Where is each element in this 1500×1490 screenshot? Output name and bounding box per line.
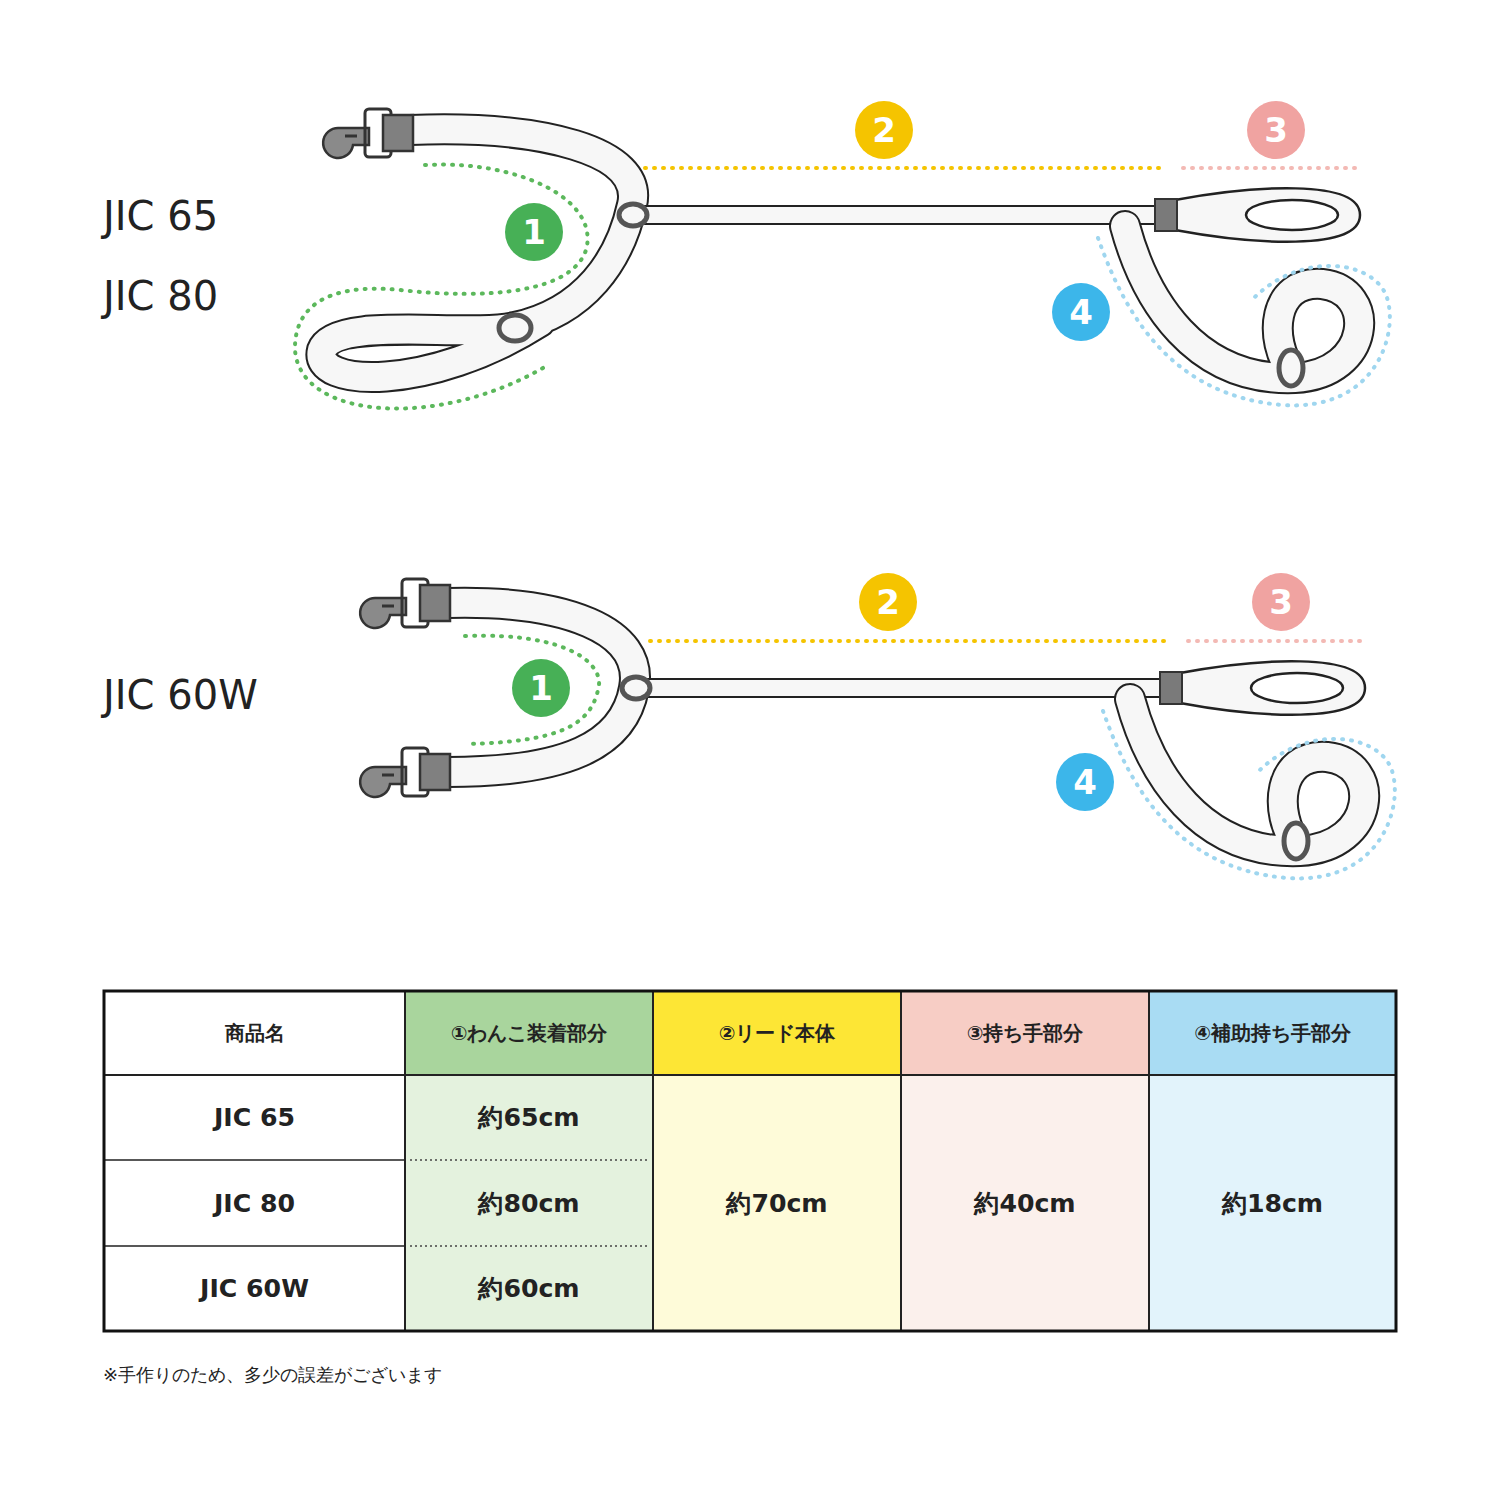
callout-text: 4 [1069,292,1093,332]
table-header: ④補助持ち手部分 [1149,991,1396,1075]
table-cell: 約65cm [405,1075,653,1160]
callout-text: 1 [529,668,553,708]
callout-number: 2 [859,573,917,631]
callout-number: 4 [1056,753,1114,811]
table-header: 商品名 [104,991,405,1075]
callout-number: 1 [512,659,570,717]
table-cell: 約80cm [405,1160,653,1246]
callout-text: 3 [1269,582,1293,622]
callout-number: 3 [1247,101,1305,159]
table-cell: JIC 80 [104,1160,405,1246]
footnote: ※手作りのため、多少の誤差がございます [103,1363,442,1387]
table-cell: JIC 60W [104,1246,405,1331]
model-name: JIC 60W [103,672,258,718]
table-header: ②リード本体 [653,991,901,1075]
model-name: JIC 80 [103,273,218,319]
callout-text: 4 [1073,762,1097,802]
table-header: ③持ち手部分 [901,991,1149,1075]
table-cell: 約40cm [901,1075,1149,1331]
callout-text: 2 [872,110,896,150]
callout-number: 1 [505,203,563,261]
table-cell: 約70cm [653,1075,901,1331]
callout-text: 3 [1264,110,1288,150]
callout-number: 3 [1252,573,1310,631]
table-cell: 約18cm [1149,1075,1396,1331]
table-cell: 約60cm [405,1246,653,1331]
callout-text: 2 [876,582,900,622]
callout-text: 1 [522,212,546,252]
callout-number: 4 [1052,283,1110,341]
model-name: JIC 65 [103,193,218,239]
spec-table [104,991,1396,1331]
table-cell: JIC 65 [104,1075,405,1160]
callout-number: 2 [855,101,913,159]
table-header: ①わんこ装着部分 [405,991,653,1075]
